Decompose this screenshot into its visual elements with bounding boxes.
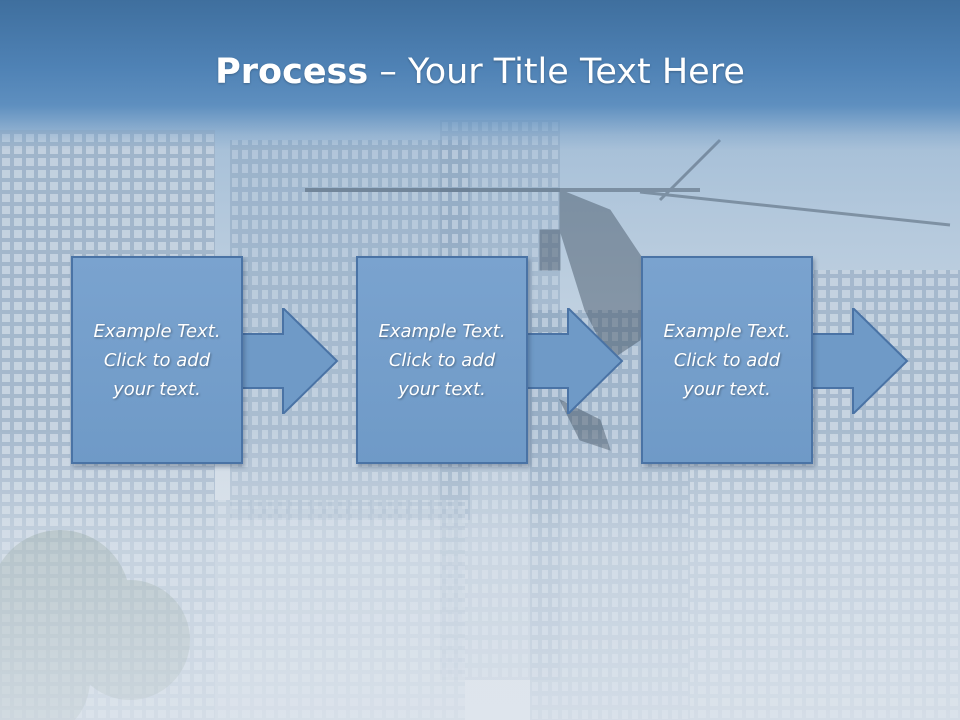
- background-fade: [0, 430, 960, 720]
- title-rest-part: – Your Title Text Here: [368, 52, 745, 92]
- arrow-right-icon: [240, 308, 339, 414]
- process-step-1[interactable]: Example Text. Click to add your text.: [71, 256, 339, 468]
- slide-title[interactable]: Process – Your Title Text Here: [0, 52, 960, 92]
- step-text: Example Text. Click to add your text.: [93, 320, 221, 400]
- title-band: [0, 0, 960, 150]
- arrow-right-icon: [810, 308, 909, 414]
- process-step-2[interactable]: Example Text. Click to add your text.: [356, 256, 624, 468]
- title-bold-part: Process: [215, 52, 369, 92]
- step-box[interactable]: Example Text. Click to add your text.: [641, 256, 813, 464]
- step-box[interactable]: Example Text. Click to add your text.: [71, 256, 243, 464]
- step-box[interactable]: Example Text. Click to add your text.: [356, 256, 528, 464]
- process-step-3[interactable]: Example Text. Click to add your text.: [641, 256, 909, 468]
- step-text: Example Text. Click to add your text.: [663, 320, 791, 400]
- arrow-right-icon: [525, 308, 624, 414]
- step-text: Example Text. Click to add your text.: [378, 320, 506, 400]
